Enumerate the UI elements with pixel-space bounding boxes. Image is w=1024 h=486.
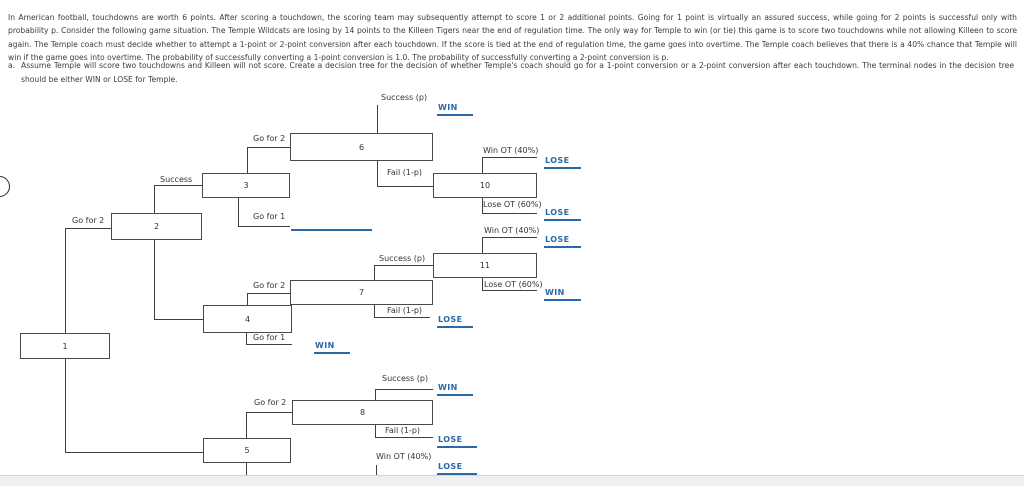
outcome-node8-success[interactable]: WIN (437, 383, 473, 396)
node-box-10: 10 (433, 173, 537, 198)
branch-label: Go for 2 (254, 398, 287, 407)
tree-line (246, 412, 247, 438)
node-box-3: 3 (202, 173, 290, 198)
branch-label: Go for 1 (253, 212, 286, 221)
tree-line (238, 198, 239, 226)
tree-line (246, 463, 247, 476)
tree-line (482, 290, 537, 291)
outcome-node4-go-for-1[interactable]: WIN (314, 341, 350, 354)
node-box-2: 2 (111, 213, 202, 240)
branch-label: Win OT (40%) (376, 452, 432, 461)
tree-line (65, 228, 111, 229)
tree-line (65, 228, 66, 333)
branch-label: Fail (1-p) (385, 426, 421, 435)
tree-line (482, 198, 483, 213)
tree-line (374, 305, 375, 317)
branch-label: Success (160, 175, 193, 184)
tree-line (374, 265, 433, 266)
node-box-7: 7 (290, 280, 433, 305)
node-box-11: 11 (433, 253, 537, 278)
tree-line (154, 240, 155, 319)
tree-line (154, 185, 155, 213)
tree-line (65, 452, 203, 453)
tree-line (374, 265, 375, 280)
node-box-5: 5 (203, 438, 291, 463)
tree-line (247, 293, 248, 305)
tree-line (246, 344, 292, 345)
branch-label: Go for 1 (253, 333, 286, 342)
branch-label: Fail (1-p) (387, 168, 423, 177)
tree-line (482, 237, 483, 253)
part-a-label: a. (8, 61, 16, 70)
outcome-node10-lose-ot[interactable]: LOSE (544, 208, 581, 221)
node-box-8: 8 (292, 400, 433, 425)
node-box-4: 4 (203, 305, 292, 333)
problem-intro: In American football, touchdowns are wor… (8, 12, 1017, 63)
branch-label: Lose OT (60%) (483, 200, 542, 209)
branch-label: Go for 2 (253, 281, 286, 290)
tree-line (482, 157, 537, 158)
outcome-node6-success[interactable]: WIN (437, 103, 473, 116)
tree-line (377, 186, 433, 187)
outcome-node5-win-ot[interactable]: LOSE (437, 462, 477, 475)
tree-line (376, 465, 377, 476)
branch-label: Success (p) (379, 254, 426, 263)
branch-label: Lose OT (60%) (484, 280, 543, 289)
tree-line (154, 319, 203, 320)
outcome-node10-win-ot[interactable]: LOSE (544, 156, 581, 169)
part-a: a. Assume Temple will score two touchdow… (8, 59, 1014, 86)
tree-line (65, 359, 66, 452)
branch-label: Success (p) (382, 374, 429, 383)
outcome-node3-go-for-1[interactable] (291, 223, 372, 231)
tree-line (374, 317, 430, 318)
cut-off-circle-icon (0, 176, 10, 197)
tree-line (247, 147, 248, 173)
horizontal-scrollbar[interactable] (0, 475, 1024, 486)
branch-label: Go for 2 (72, 216, 105, 225)
tree-line (377, 161, 378, 186)
tree-line (247, 147, 290, 148)
tree-line (482, 213, 537, 214)
outcome-node11-lose-ot[interactable]: WIN (544, 288, 581, 301)
branch-label: Fail (1-p) (387, 306, 423, 315)
tree-line (247, 293, 290, 294)
tree-line (482, 237, 537, 238)
tree-line (482, 157, 483, 173)
outcome-node11-win-ot[interactable]: LOSE (544, 235, 581, 248)
tree-line (246, 412, 292, 413)
tree-line (375, 425, 376, 437)
node-box-1: 1 (20, 333, 110, 359)
tree-line (375, 389, 433, 390)
outcome-node8-fail[interactable]: LOSE (437, 435, 477, 448)
tree-line (377, 105, 378, 133)
tree-line (154, 185, 202, 186)
tree-line (246, 333, 247, 344)
branch-label: Win OT (40%) (483, 146, 539, 155)
branch-label: Go for 2 (253, 134, 286, 143)
tree-line (375, 389, 376, 400)
outcome-node7-fail[interactable]: LOSE (437, 315, 473, 328)
branch-label: Win OT (40%) (484, 226, 540, 235)
tree-line (482, 278, 483, 290)
node-box-6: 6 (290, 133, 433, 161)
branch-label: Success (p) (381, 93, 428, 102)
tree-line (375, 437, 433, 438)
part-a-text: Assume Temple will score two touchdowns … (21, 61, 1014, 84)
tree-line (238, 226, 290, 227)
